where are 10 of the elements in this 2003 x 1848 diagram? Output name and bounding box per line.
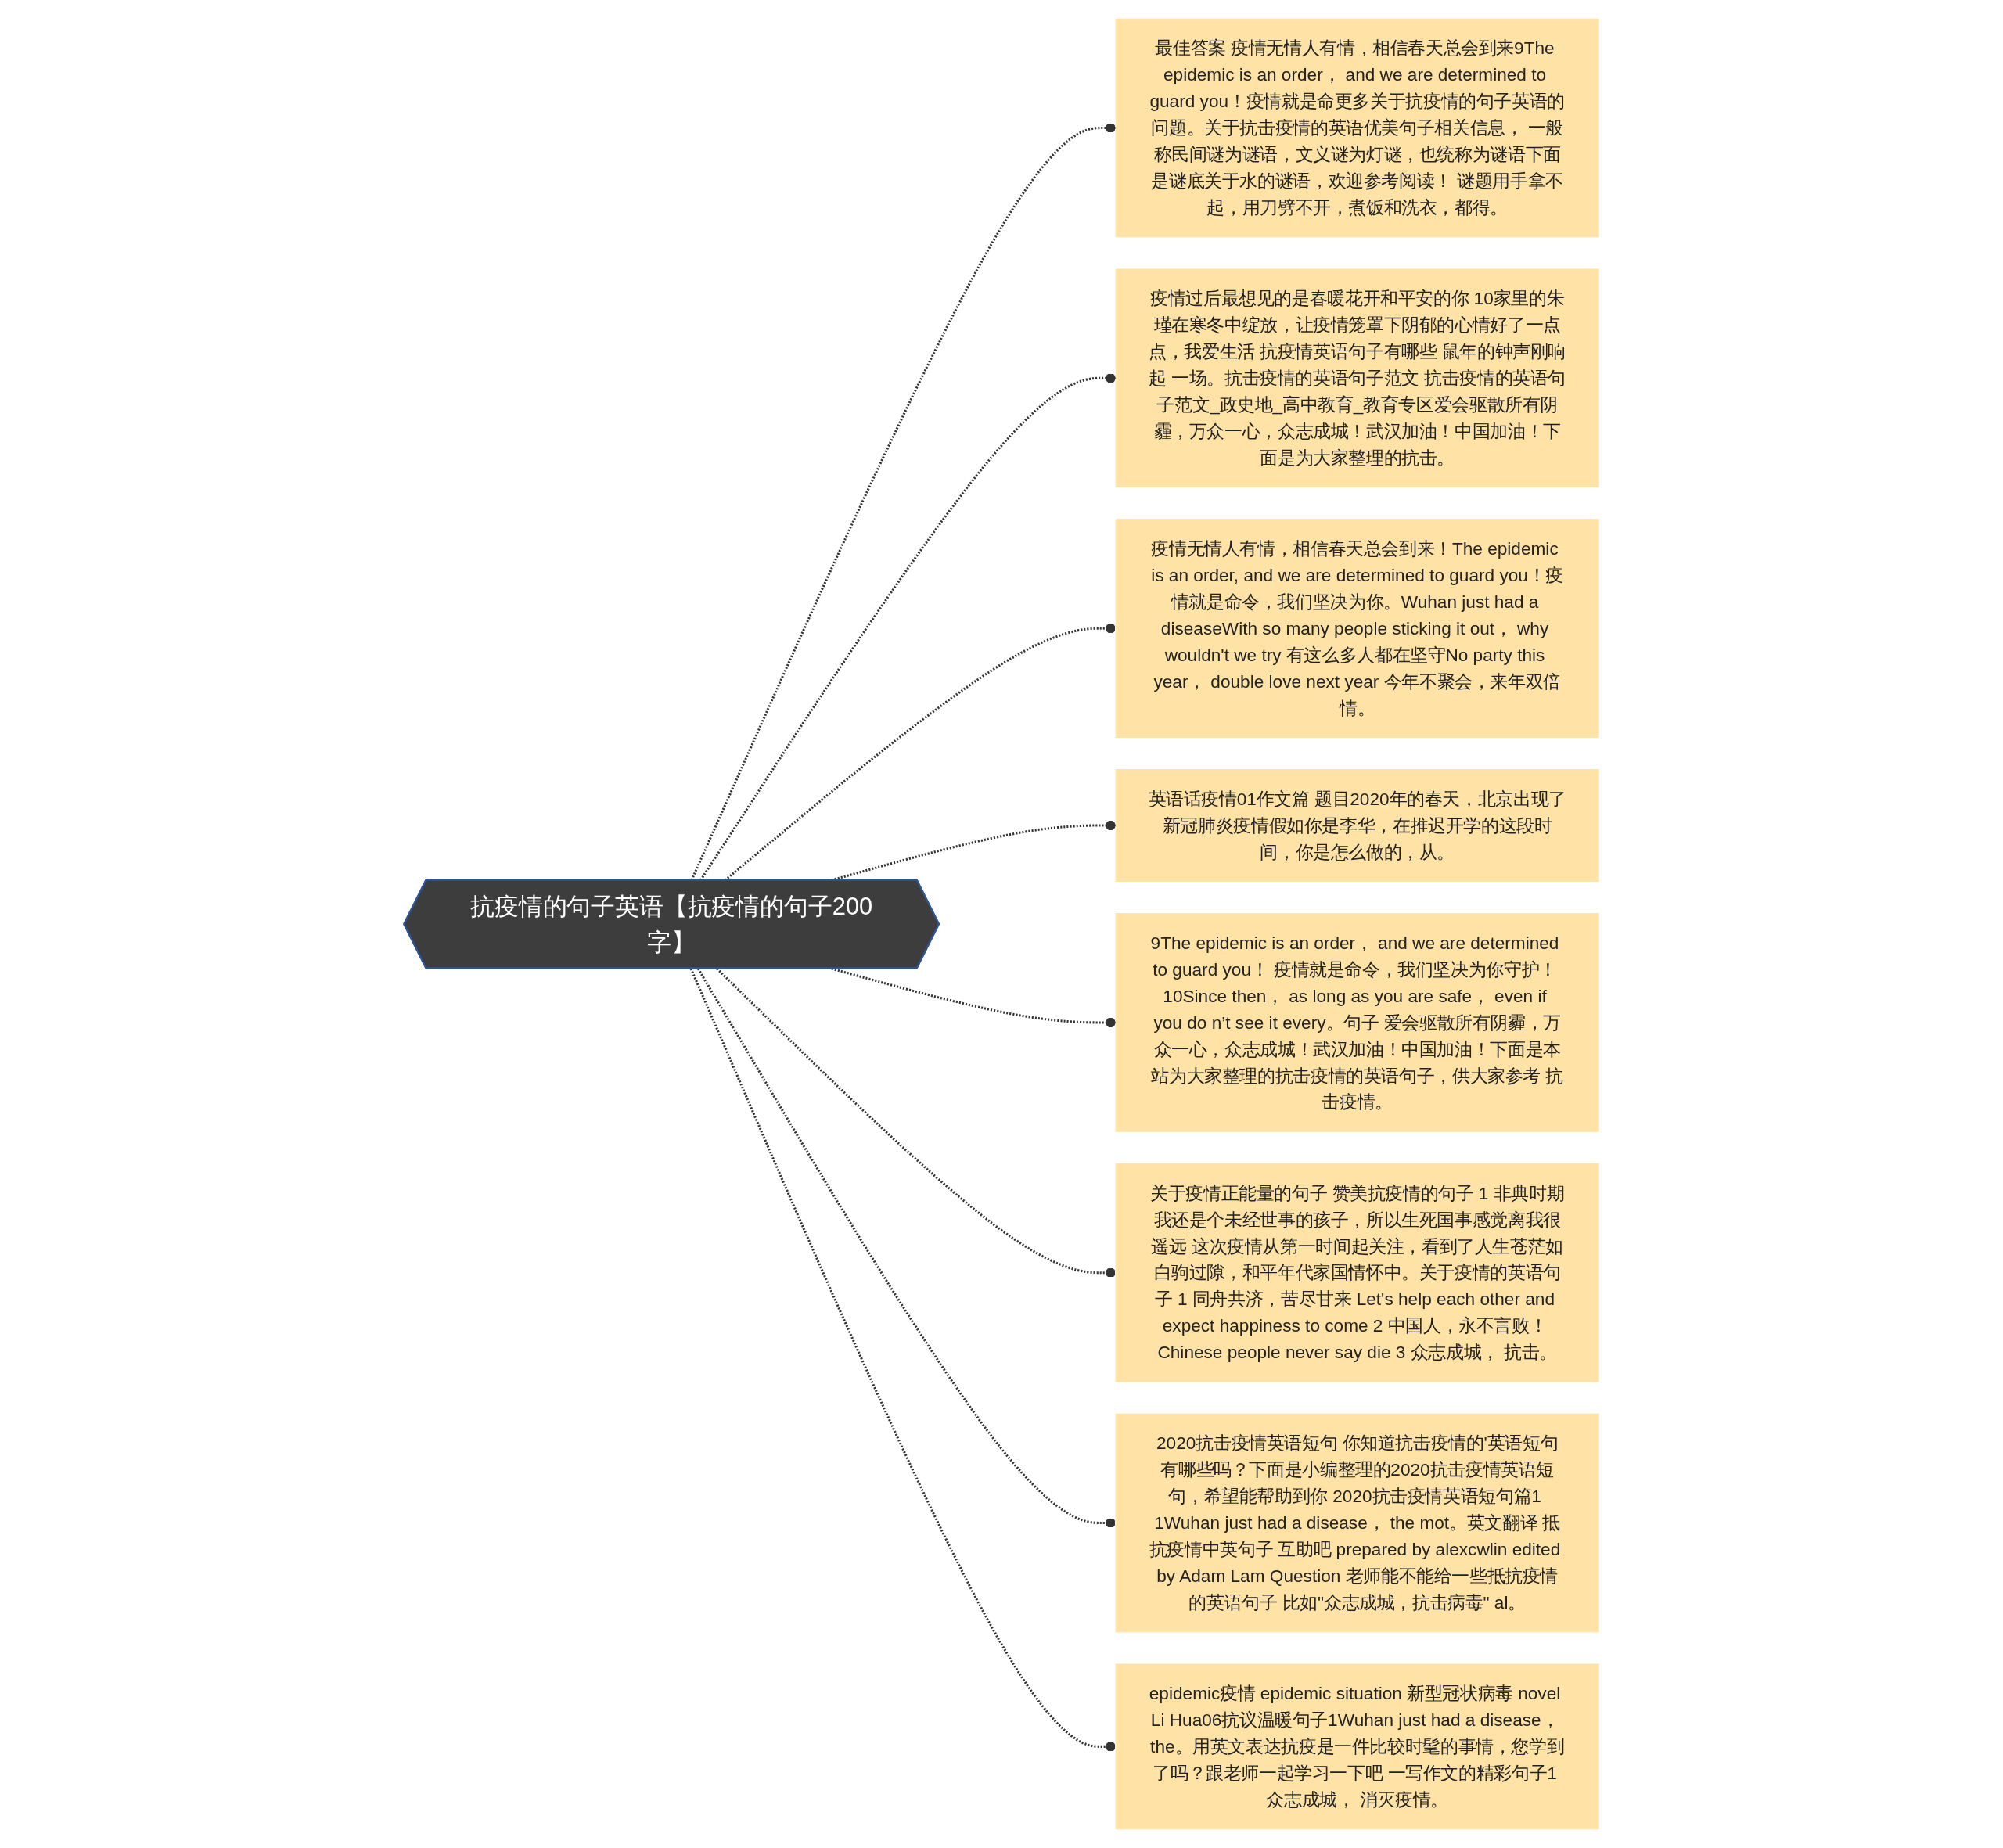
node-box: 2020抗击疫情英语短句 你知道抗击疫情的'英语短句有哪些吗？下面是小编整理的2020抗击疫情英语短句，希望能帮助到你 2020抗击疫情英语短句篇1 1Wuhan just had a disease， the mot。英文翻译 抵抗疫情中英句子 互助吧 prepared by alexcwlin edited by Adam Lam Question 老师能不能给一些抵抗疫情的英语句子 比如"众志成城，抗击病毒" al。: [1116, 1413, 1599, 1633]
node-box: epidemic疫情 epidemic situation 新型冠状病毒 novel Li Hua06抗议温暖句子1Wuhan just had a disease， the。用英文表达抗疫是一件比较时髦的事情，您学到了吗？跟老师一起学习一下吧 一写作文的精彩句子1 众志成城， 消灭疫情。: [1116, 1663, 1599, 1830]
node-box: 英语话疫情01作文篇 题目2020年的春天，北京出现了新冠肺炎疫情假如你是李华，在推迟开学的这段时间，你是怎么做的，从。: [1116, 769, 1599, 882]
connector: [697, 968, 1117, 1528]
node-box: 9The epidemic is an order， and we are determined to guard you！ 疫情就是命令，我们坚决为你守护！ 10Since then， as long as you are safe， even if you do n’t see it every。句子 爱会驱散所有阴霾，万众一心，众志成城！武汉加油！中国加油！下面是本站为大家整理的抗击疫情的英语句子，供大家参考 抗击疫情。: [1116, 913, 1599, 1132]
node-box: 关于疫情正能量的句子 赞美抗疫情的句子 1 非典时期我还是个未经世事的孩子，所以生死国事感觉离我很遥远 这次疫情从第一时间起关注，看到了人生苍茫如白驹过隙，和平年代家国情怀中。关于疫情的英语句子 1 同舟共济，苦尽甘来 Let's help each other and expect happiness to come 2 中国人，永不言败！ Chinese people never say die 3 众志成城， 抗击。: [1116, 1163, 1599, 1382]
node-box: 疫情无情人有情，相信春天总会到来！The epidemic is an order, and we are determined to guard you！疫情就是命令，我们坚决为你。Wuhan just had a diseaseWith so many people sticking it out， why wouldn't we try 有这么多人都在坚守No party this year， double love next year 今年不聚会，来年双倍情。: [1116, 519, 1599, 738]
connector: [690, 968, 1117, 1752]
node-box: 疫情过后最想见的是春暖花开和平安的你 10家里的朱瑾在寒冬中绽放，让疫情笼罩下阴郁的心情好了一点点，我爱生活 抗疫情英语句子有哪些 鼠年的钟声刚响起 一场。抗击疫情的英语句子范文 抗击疫情的英语句子范文_政史地_高中教育_教育专区爱会驱散所有阴霾，万众一心，众志成城！武汉加油！中国加油！下面是为大家整理的抗击。: [1116, 268, 1599, 488]
node-box: 最佳答案 疫情无情人有情，相信春天总会到来9The epidemic is an order， and we are determined to guard you！疫情就是命更多关于抗疫情的句子英语的问题。关于抗击疫情的英语优美句子相关信息， 一般称民间谜为谜语，文义谜为灯谜，也统称为谜语下面是谜底关于水的谜语，欢迎参考阅读！ 谜题用手拿不起，用刀劈不开，煮饭和洗衣，都得。: [1116, 18, 1599, 238]
